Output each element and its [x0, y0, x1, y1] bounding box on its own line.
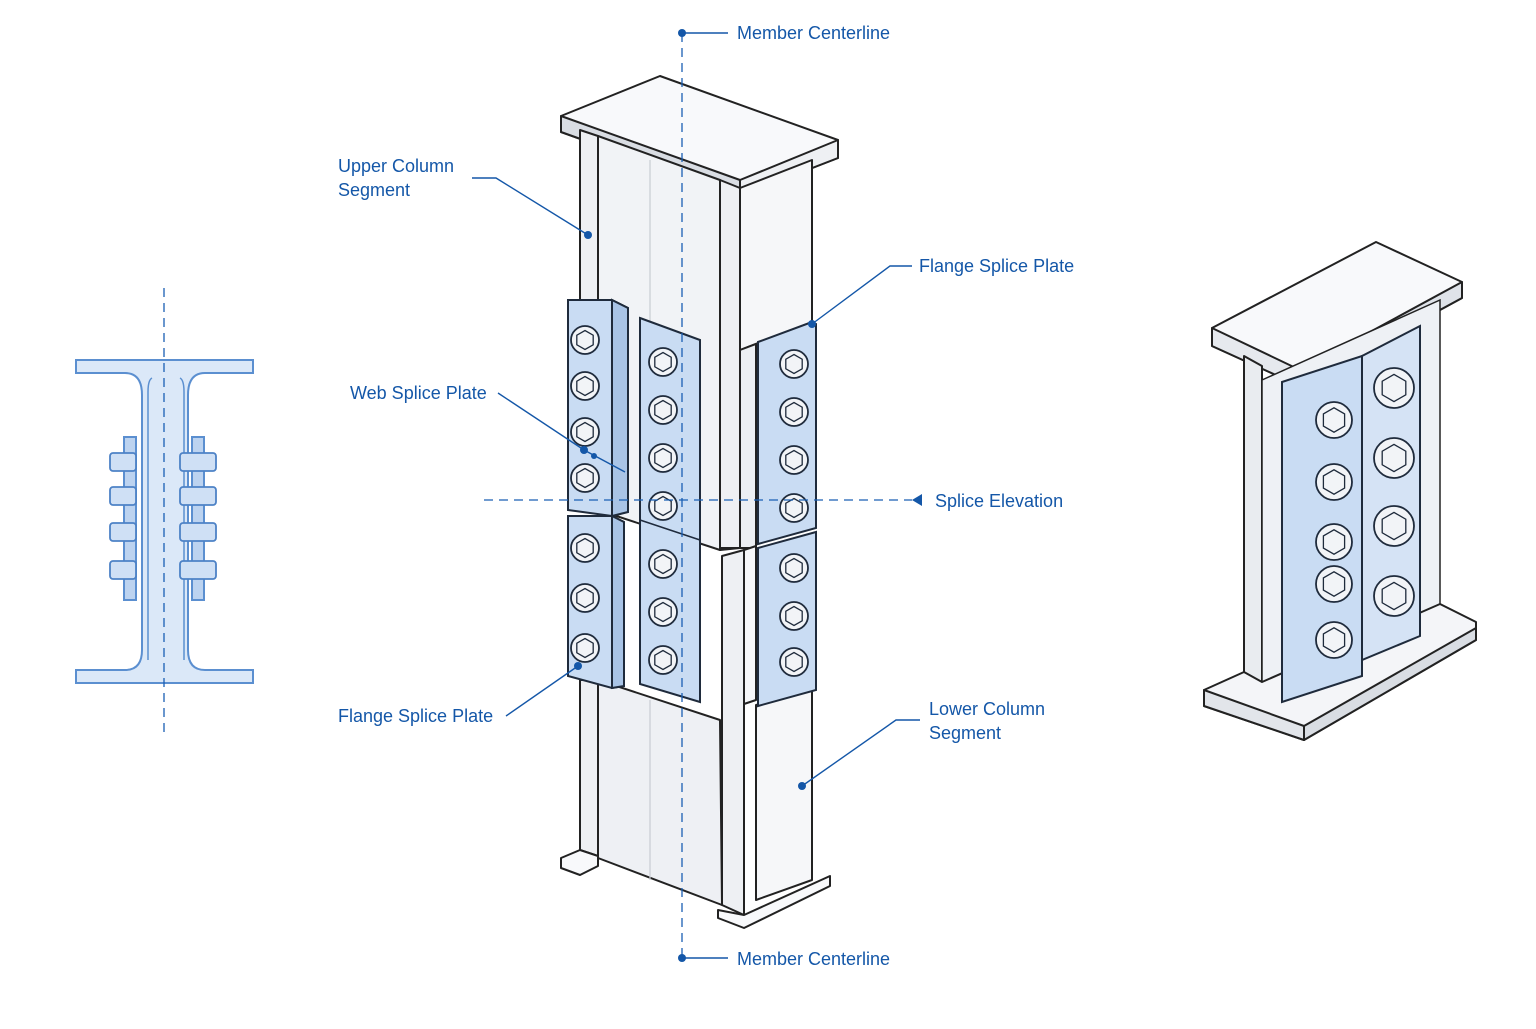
lower-left-flange: [579, 679, 599, 857]
bolt-head: [654, 399, 672, 421]
bolt-head: [576, 637, 594, 659]
bolt: [648, 597, 678, 627]
bottom-left-foot: [560, 849, 599, 876]
bolt: [1315, 463, 1353, 501]
section-web-plate-left: [123, 436, 137, 601]
section-bolt: [109, 560, 137, 580]
bolt: [1315, 621, 1353, 659]
detail-back-plate: [1361, 324, 1421, 662]
bolt: [1373, 367, 1415, 409]
bolt: [570, 583, 600, 613]
upper-right-flange: [719, 179, 741, 551]
label-member-centerline-bottom: Member Centerline: [737, 949, 891, 969]
bolt-head: [654, 495, 672, 517]
label-flange-splice-plate-right: Flange Splice Plate: [919, 256, 1075, 276]
bolt-head: [576, 587, 594, 609]
bolt-head: [785, 651, 803, 673]
bolt-head: [1381, 511, 1407, 541]
label-lower-column-line2: Segment: [929, 723, 1002, 743]
bolt-head: [654, 447, 672, 469]
label-upper-column-line2: Segment: [338, 180, 411, 200]
bolt-head: [1322, 469, 1346, 495]
bolt-head: [654, 351, 672, 373]
bolt-head: [1322, 571, 1346, 597]
label-splice-elevation: Splice Elevation: [935, 491, 1064, 511]
bolt-head: [576, 467, 594, 489]
section-bolt: [179, 560, 217, 580]
bolt: [1315, 401, 1353, 439]
bolt: [1373, 505, 1415, 547]
section-bolt: [109, 452, 137, 472]
bolt: [779, 601, 809, 631]
label-flange-splice-plate-left: Flange Splice Plate: [338, 706, 494, 726]
bolt-head: [785, 605, 803, 627]
bolt-head: [576, 329, 594, 351]
bolt-head: [576, 375, 594, 397]
cross-section-view: [75, 288, 254, 735]
section-bolt: [179, 486, 217, 506]
bolt-head: [785, 497, 803, 519]
bolt: [570, 633, 600, 663]
bolt: [779, 647, 809, 677]
bolt-head: [785, 449, 803, 471]
lower-right-flange: [721, 549, 745, 916]
bolt: [570, 463, 600, 493]
right-flange-plate-upper: [757, 320, 817, 546]
section-bolt: [179, 522, 217, 542]
label-upper-column-line1: Upper Column: [338, 156, 455, 176]
section-bolt: [109, 522, 137, 542]
bolt: [779, 397, 809, 427]
bolt-head: [785, 401, 803, 423]
bolt-head: [654, 553, 672, 575]
detail-bolts: [1315, 367, 1415, 659]
bolt: [779, 553, 809, 583]
bolt: [648, 347, 678, 377]
section-bolt: [179, 452, 217, 472]
bolt-head: [1381, 443, 1407, 473]
bolt: [648, 491, 678, 521]
detail-view: [1203, 241, 1477, 741]
section-web-plate-right: [191, 436, 205, 601]
bolt: [1373, 575, 1415, 617]
bolt-head: [654, 649, 672, 671]
bolt: [648, 549, 678, 579]
detail-web: [1243, 355, 1263, 691]
bolt-head: [654, 601, 672, 623]
bolt: [570, 325, 600, 355]
main-column-view: [560, 75, 839, 929]
section-bolts: [109, 452, 217, 580]
bolt: [779, 445, 809, 475]
bolt-head: [1381, 581, 1407, 611]
label-lower-column-line1: Lower Column: [929, 699, 1046, 719]
bolt: [648, 443, 678, 473]
bolt: [779, 349, 809, 379]
bolt-head: [576, 421, 594, 443]
bolt-head: [1381, 373, 1407, 403]
bolt-head: [1322, 529, 1346, 555]
section-bolt: [109, 486, 137, 506]
bolt: [570, 533, 600, 563]
bolt: [1373, 437, 1415, 479]
bolt: [570, 417, 600, 447]
annotations: [472, 29, 922, 962]
bolt-head: [1322, 407, 1346, 433]
main-bolts: [570, 325, 809, 677]
label-web-splice-plate: Web Splice Plate: [350, 383, 487, 403]
bolt: [1315, 523, 1353, 561]
bolt-head: [785, 557, 803, 579]
bolt: [648, 395, 678, 425]
bolt: [570, 371, 600, 401]
bolt: [648, 645, 678, 675]
bolt: [779, 493, 809, 523]
lower-web: [597, 679, 723, 906]
bolt-head: [785, 353, 803, 375]
bolt-head: [1322, 627, 1346, 653]
bottom-right-foot: [717, 875, 831, 929]
bolt: [1315, 565, 1353, 603]
label-member-centerline-top: Member Centerline: [737, 23, 891, 43]
upper-left-flange: [579, 129, 599, 301]
bolt-head: [576, 537, 594, 559]
